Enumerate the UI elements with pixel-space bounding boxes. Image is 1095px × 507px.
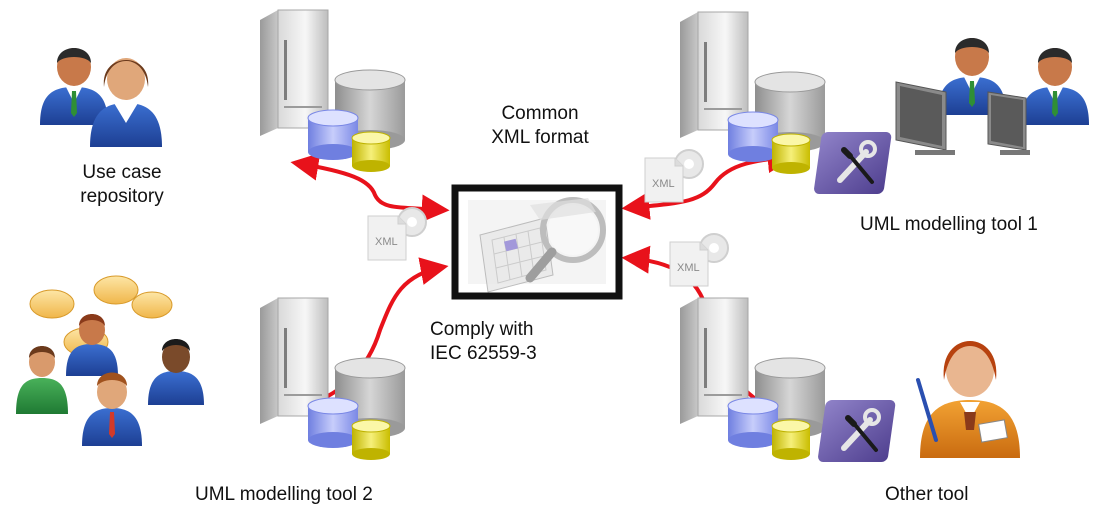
svg-text:XML: XML [652,178,675,190]
server-cluster-use-case-repository [259,9,406,173]
xml-document-icon: XML [644,149,704,203]
label-use-case-repository: Use case repository [80,162,164,207]
speech-bubble-icon [29,275,173,357]
discussion-group-icon [16,275,204,446]
label-comply-with-standard: Comply with IEC 62559-3 [430,319,537,364]
xml-document-icon: XML [367,207,427,261]
svg-text:XML: XML [375,236,398,248]
label-common-xml-format: Common XML format [491,103,589,148]
tools-icon [817,400,896,462]
other-tool-user-icon [916,341,1020,458]
magnifier-icon [525,197,606,283]
label-uml-modelling-tool-1: UML modelling tool 1 [860,214,1038,235]
server-cluster-uml-tool-1 [679,11,826,175]
people-icon [40,48,162,147]
modellers-at-computers-icon [895,38,1089,155]
svg-text:XML: XML [677,262,700,274]
label-other-tool: Other tool [885,484,969,505]
central-standard-hub [451,184,623,300]
server-cluster-other-tool [679,297,826,461]
arrow-uml-tool-2 [300,257,449,413]
label-uml-modelling-tool-2: UML modelling tool 2 [195,484,373,505]
tools-icon [813,132,892,194]
xml-document-icon: XML [669,233,729,287]
monitor-icon [895,81,1030,155]
